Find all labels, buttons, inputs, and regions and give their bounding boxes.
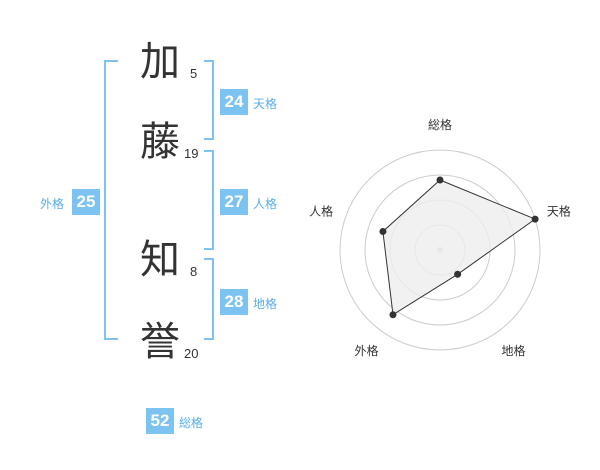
gaikaku-bracket-bottom xyxy=(104,338,118,340)
radar-point-5 xyxy=(379,227,387,235)
radar-point-1 xyxy=(436,176,444,184)
name-char-1: 加 xyxy=(140,39,180,85)
soukaku-value-badge: 52 xyxy=(146,408,174,434)
tenkaku-bracket-bottom xyxy=(204,138,214,140)
radar-series-polygon xyxy=(382,179,537,316)
tenkaku-value-badge: 24 xyxy=(220,89,248,115)
name-char-3: 知 xyxy=(140,237,180,283)
radar-axis-label-2: 天格 xyxy=(547,203,571,218)
stroke-count-3: 8 xyxy=(190,264,198,279)
jinkaku-label: 人格 xyxy=(253,197,278,211)
jinkaku-bracket-bottom xyxy=(204,248,214,250)
gaikaku-bracket-top xyxy=(104,60,118,62)
chikaku-bracket-bottom xyxy=(204,338,214,340)
tenkaku-bracket-top xyxy=(204,60,214,62)
radar-axis-label-1: 総格 xyxy=(428,117,452,132)
radar-ring-4 xyxy=(339,149,541,351)
chikaku-bracket-vertical xyxy=(212,258,214,340)
gaikaku-value-badge: 25 xyxy=(72,189,100,215)
radar-axis-label-4: 外格 xyxy=(354,343,378,358)
chikaku-bracket-top xyxy=(204,258,214,260)
stroke-count-1: 5 xyxy=(190,66,198,81)
tenkaku-label: 天格 xyxy=(253,97,278,111)
jinkaku-value-badge: 27 xyxy=(220,189,248,215)
radar-point-3 xyxy=(454,270,462,278)
gaikaku-bracket-vertical xyxy=(104,60,106,340)
stroke-count-2: 19 xyxy=(184,146,199,161)
jinkaku-bracket-top xyxy=(204,150,214,152)
stroke-count-4: 20 xyxy=(184,346,199,361)
radar-axis-label-3: 地格 xyxy=(502,343,526,358)
radar-axis-label-5: 人格 xyxy=(309,203,333,218)
soukaku-label: 総格 xyxy=(179,416,204,430)
name-char-4: 誉 xyxy=(140,319,180,365)
jinkaku-bracket-vertical xyxy=(212,150,214,250)
chikaku-value-badge: 28 xyxy=(220,289,248,315)
radar-point-4 xyxy=(389,311,397,319)
tenkaku-bracket-vertical xyxy=(212,60,214,140)
gaikaku-label: 外格 xyxy=(40,197,65,211)
radar-ring-3 xyxy=(364,174,516,326)
radar-point-2 xyxy=(531,215,539,223)
chikaku-label: 地格 xyxy=(253,297,278,311)
name-char-2: 藤 xyxy=(140,119,180,165)
